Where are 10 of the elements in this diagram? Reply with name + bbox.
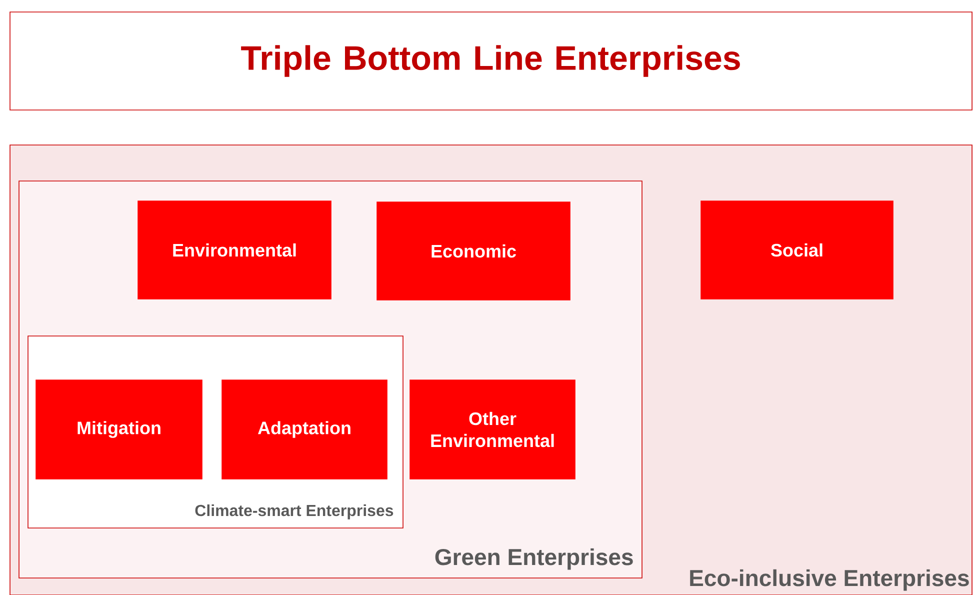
category-box: Social [700, 200, 894, 300]
group-label: Green Enterprises [435, 548, 633, 570]
category-box: Environmental [138, 200, 332, 300]
group-label: Climate-smart Enterprises [195, 504, 394, 520]
category-box: Adaptation [222, 380, 388, 480]
group-label: Eco-inclusive Enterprises [690, 569, 969, 591]
category-box: Mitigation [36, 380, 202, 480]
category-box: Other Environmental [410, 380, 576, 480]
category-box: Economic [376, 202, 570, 300]
title-box: Triple Bottom Line Enterprises [10, 12, 972, 110]
